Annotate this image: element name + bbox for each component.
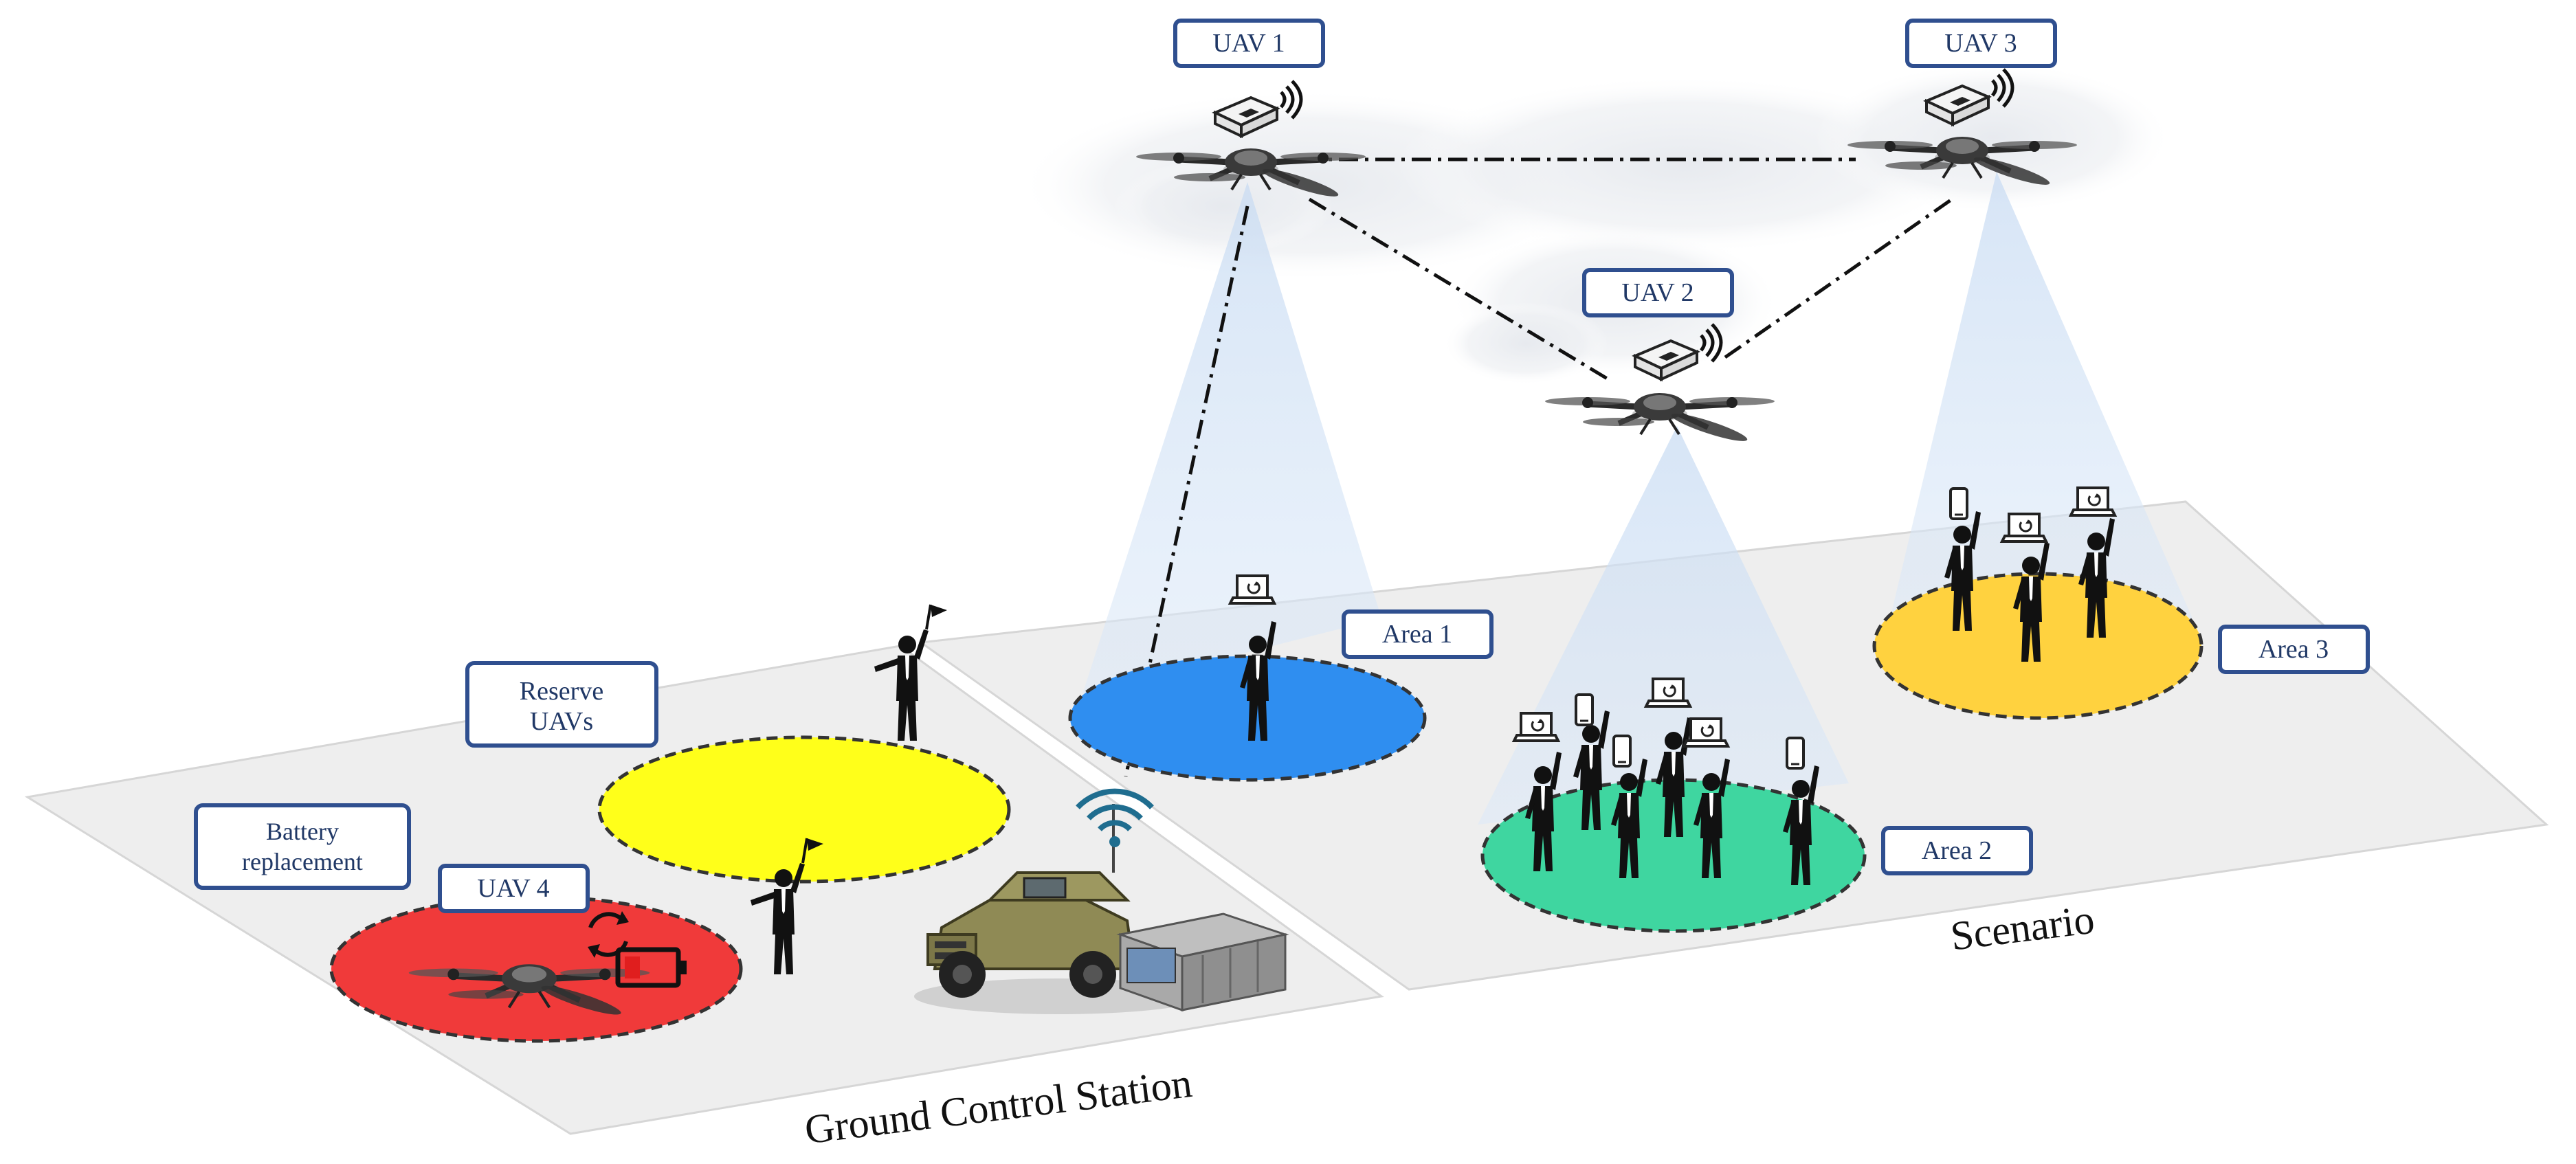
recycle-arrows-icon bbox=[588, 911, 629, 958]
battery-icon bbox=[615, 947, 687, 988]
phone-icon bbox=[1786, 737, 1805, 770]
svg-text:Area 1: Area 1 bbox=[1382, 620, 1452, 649]
wifi-icon bbox=[1076, 788, 1154, 847]
phone-icon bbox=[1612, 735, 1632, 768]
uav2-coverage-beam bbox=[1478, 426, 1849, 825]
battery-replacement-label: Battery replacement bbox=[194, 803, 411, 890]
area1-zone bbox=[1068, 654, 1427, 782]
laptop-icon bbox=[2001, 513, 2047, 543]
area2-label: Area 2 bbox=[1881, 826, 2033, 875]
area3-label: Area 3 bbox=[2218, 625, 2370, 674]
laptop-icon bbox=[1683, 717, 1729, 748]
reserve-uav-zone bbox=[597, 735, 1011, 884]
uav3-coverage-beam bbox=[1890, 172, 2192, 618]
reserve-uavs-label: Reserve UAVs bbox=[465, 661, 658, 748]
uav4-label: UAV 4 bbox=[438, 864, 590, 913]
svg-text:UAV 2: UAV 2 bbox=[1621, 278, 1694, 307]
svg-text:Reserve: Reserve bbox=[520, 677, 603, 706]
svg-text:Battery: Battery bbox=[266, 818, 339, 845]
laptop-icon bbox=[1229, 574, 1276, 605]
svg-text:UAV 4: UAV 4 bbox=[477, 874, 549, 903]
svg-text:UAVs: UAVs bbox=[530, 707, 593, 736]
laptop-icon bbox=[1513, 712, 1559, 742]
laptop-icon bbox=[2069, 486, 2116, 517]
svg-text:replacement: replacement bbox=[242, 848, 363, 875]
uav2-label: UAV 2 bbox=[1582, 268, 1734, 317]
server-rack-icon bbox=[1116, 913, 1289, 1012]
svg-text:UAV 3: UAV 3 bbox=[1944, 29, 2017, 58]
svg-text:Area 3: Area 3 bbox=[2258, 635, 2329, 664]
svg-text:Area 2: Area 2 bbox=[1922, 836, 1992, 865]
svg-text:UAV 1: UAV 1 bbox=[1212, 29, 1285, 58]
area1-label: Area 1 bbox=[1342, 609, 1494, 659]
uav1-coverage-beam bbox=[1082, 182, 1381, 694]
phone-icon bbox=[1575, 693, 1594, 726]
phone-icon bbox=[1949, 487, 1968, 520]
uav1-label: UAV 1 bbox=[1173, 19, 1325, 68]
laptop-icon bbox=[1645, 678, 1691, 708]
uav3-label: UAV 3 bbox=[1905, 19, 2057, 68]
